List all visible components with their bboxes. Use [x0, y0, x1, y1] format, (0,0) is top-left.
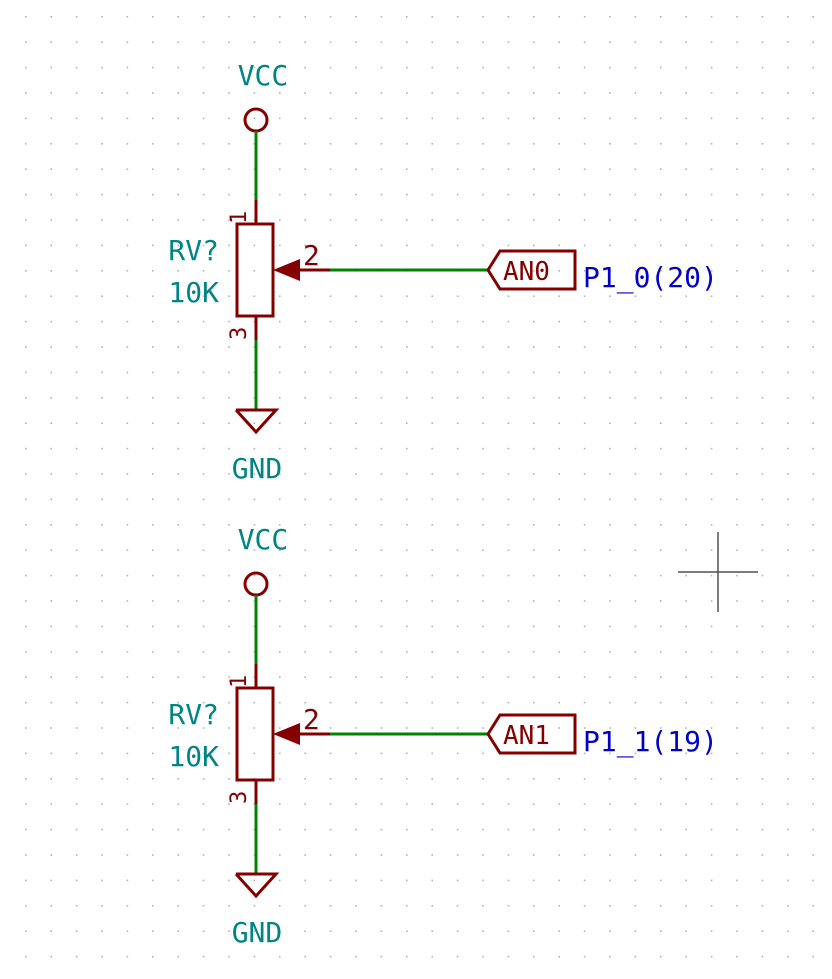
wiper-arrow: [273, 259, 300, 281]
value-label: 10K: [168, 740, 219, 773]
pot-circuit-2[interactable]: VCC 1 2 3 RV? 10K GND AN1 P1_1(19): [168, 523, 717, 949]
ref-designator: RV?: [168, 234, 219, 267]
crosshair-cursor-icon: [678, 532, 758, 612]
pin-name-label: P1_0(20): [583, 261, 718, 295]
pin-number: 2: [303, 239, 320, 272]
pin-number: 1: [227, 675, 252, 688]
hier-label-text: AN1: [503, 721, 550, 751]
pot-circuit-1[interactable]: VCC 1 2 3 RV? 10K GND AN0 P1_0(20): [168, 59, 717, 485]
gnd-label: GND: [232, 452, 283, 485]
value-label: 10K: [168, 276, 219, 309]
gnd-label: GND: [232, 916, 283, 949]
wiper-arrow: [273, 723, 300, 745]
pin-number: 3: [227, 327, 252, 340]
ref-designator: RV?: [168, 698, 219, 731]
hier-label-box[interactable]: [486, 249, 577, 291]
hier-label-box[interactable]: [486, 713, 577, 755]
vcc-symbol[interactable]: [243, 107, 269, 133]
pin-name-label: P1_1(19): [583, 725, 718, 759]
gnd-symbol[interactable]: [234, 408, 280, 435]
hier-label-text: AN0: [503, 257, 550, 287]
gnd-symbol[interactable]: [234, 872, 280, 899]
grid-dots: [25, 16, 814, 958]
vcc-symbol[interactable]: [243, 571, 269, 597]
pin-number: 1: [227, 211, 252, 224]
pin-number: 3: [227, 791, 252, 804]
pin-number: 2: [303, 703, 320, 736]
vcc-label: VCC: [238, 523, 289, 556]
vcc-label: VCC: [238, 59, 289, 92]
